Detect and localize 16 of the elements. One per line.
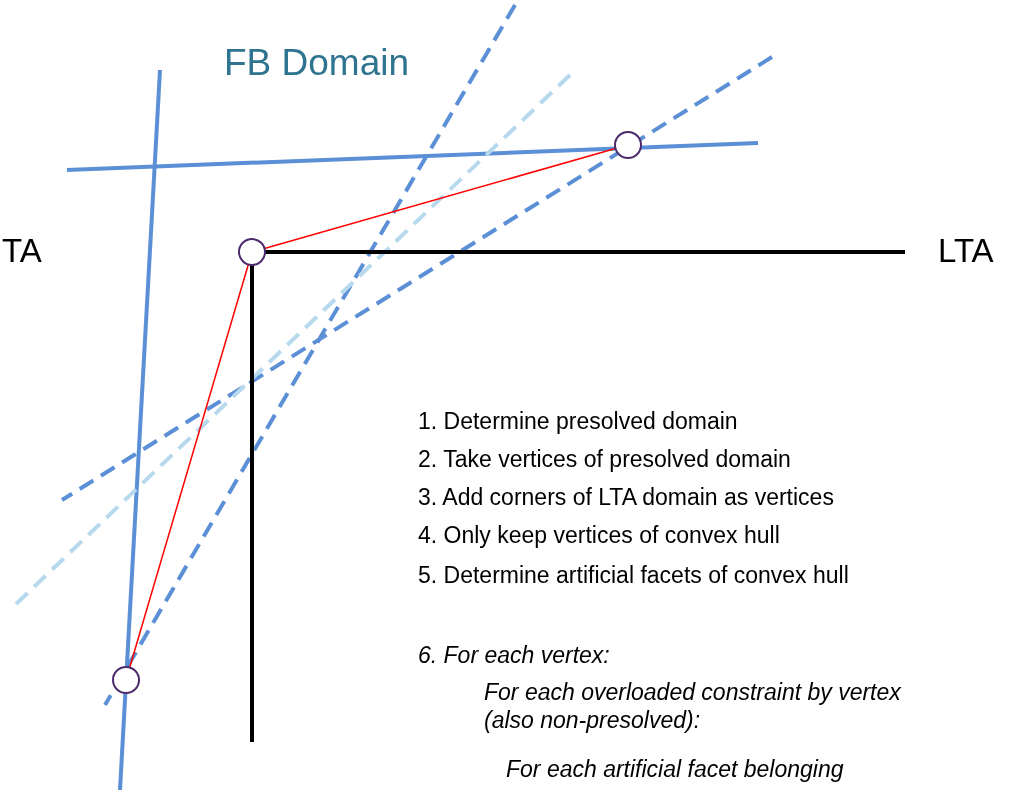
connector-line: [128, 263, 250, 669]
list-item: 5. Determine artificial facets of convex hull: [418, 561, 850, 589]
axis-label: TA: [2, 232, 42, 270]
list-item: For each artificial facet belonging: [506, 755, 844, 783]
vertex-circle: [112, 666, 140, 694]
vertex-circle: [614, 131, 642, 159]
list-item: For each overloaded constraint by vertex (also non-presolved):: [484, 678, 902, 734]
list-item: 2. Take vertices of presolved domain: [418, 445, 791, 473]
connector-line: [263, 147, 617, 250]
list-item: 4. Only keep vertices of convex hull: [418, 521, 780, 549]
axis-label: LTA: [938, 232, 994, 270]
list-item: 3. Add corners of LTA domain as vertices: [418, 483, 834, 511]
title: FB Domain: [224, 42, 410, 84]
list-item: 1. Determine presolved domain: [418, 407, 738, 435]
vertex-circle: [238, 238, 266, 266]
list-item: 6. For each vertex:: [418, 641, 610, 669]
